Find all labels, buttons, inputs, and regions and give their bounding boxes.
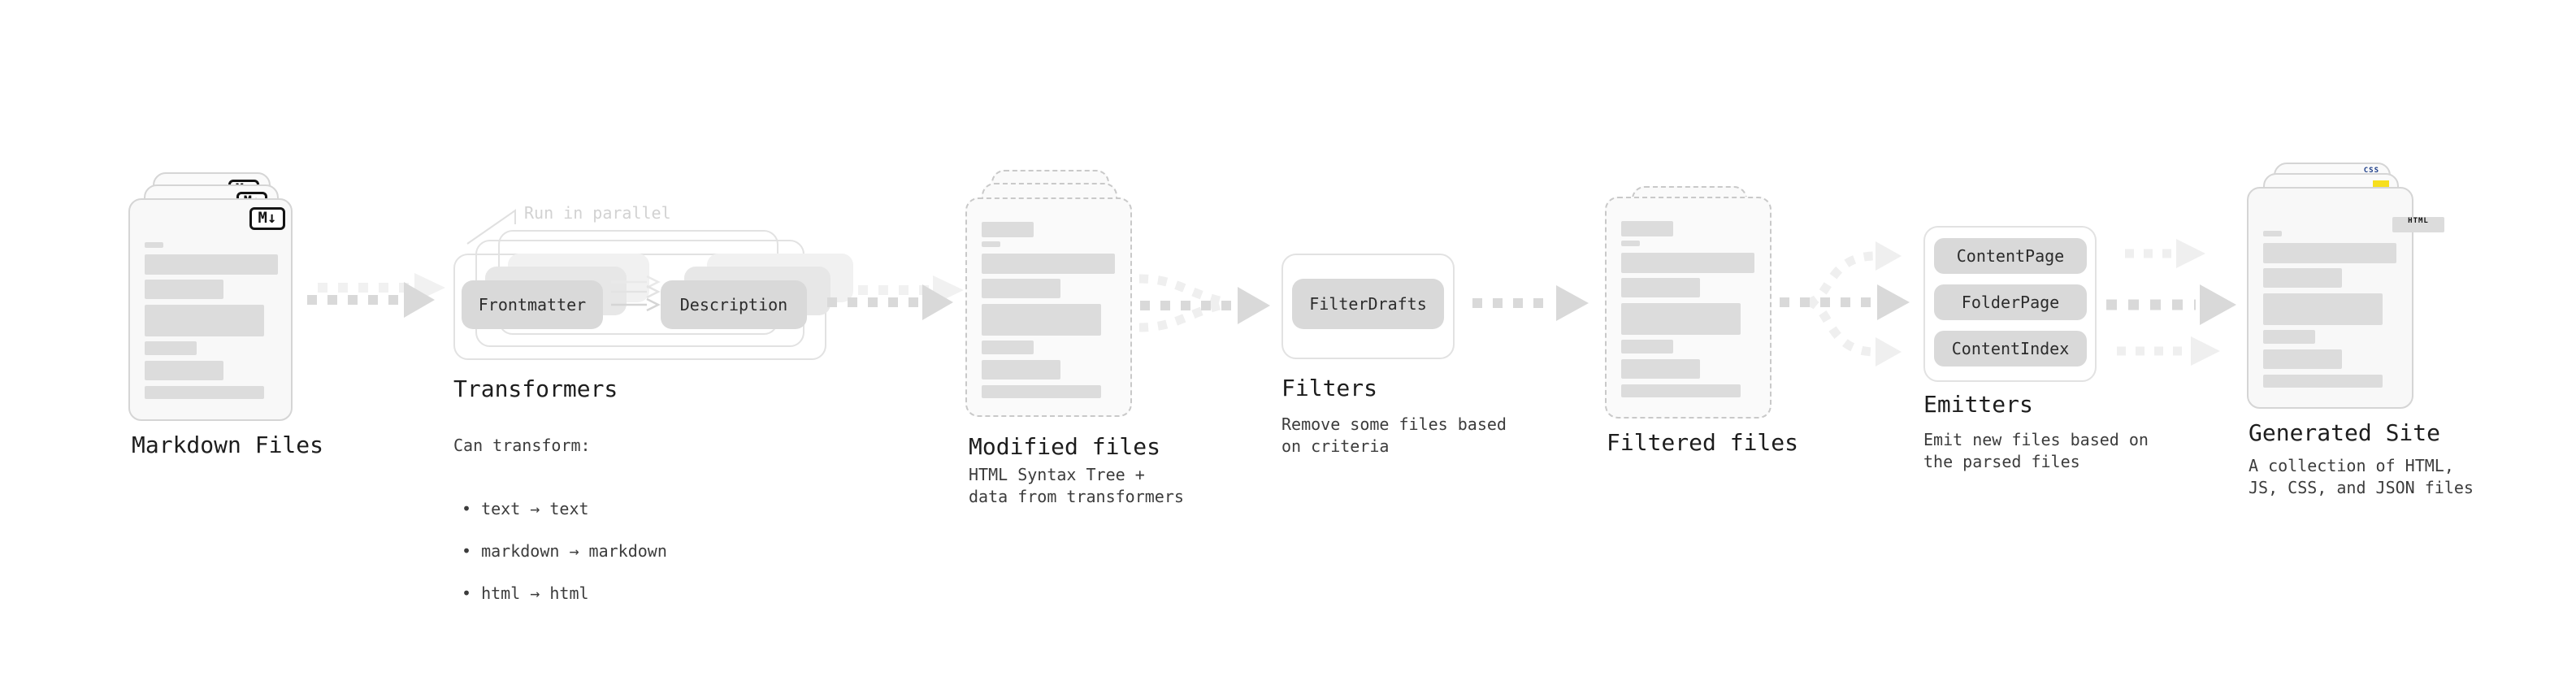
filters-box (1281, 254, 1455, 359)
skeleton-line (2263, 231, 2282, 236)
description-node: Description (661, 280, 807, 329)
skeleton-line (2263, 293, 2383, 325)
skeleton-line (1621, 241, 1640, 246)
skeleton-line (145, 386, 264, 399)
modified-files-note: HTML Syntax Tree + data from transformer… (969, 465, 1184, 506)
skeleton-line (982, 241, 1000, 247)
transformers-note-title: Can transform: (453, 436, 591, 455)
skeleton-line (1621, 340, 1673, 354)
skeleton-line (982, 279, 1060, 298)
skeleton-line (982, 222, 1034, 237)
generated-site-label: Generated Site (2249, 419, 2441, 446)
contentindex-node: ContentIndex (1934, 331, 2087, 367)
skeleton-line (145, 305, 264, 336)
skeleton-line (1621, 253, 1754, 273)
emitters-note: Emit new files based on the parsed files (1923, 430, 2149, 471)
skeleton-line (982, 340, 1034, 354)
markdown-files-label: Markdown Files (132, 432, 324, 458)
transformers-bullets: • text → text • markdown → markdown • ht… (453, 477, 667, 625)
markdown-file-card-front: M↓ (128, 198, 293, 421)
skeleton-line (1621, 384, 1741, 397)
generated-site-note: A collection of HTML, JS, CSS, and JSON … (2249, 456, 2474, 497)
html-file-card: HTML 5 (2247, 187, 2444, 409)
skeleton-line (1621, 278, 1700, 297)
skeleton-line (2263, 349, 2342, 369)
arrow-markdown-to-transformers (307, 273, 445, 318)
html5-icon-number: 5 (2404, 259, 2456, 275)
skeleton-line (145, 341, 197, 355)
skeleton-line (145, 361, 223, 380)
contentpage-node: ContentPage (1934, 238, 2087, 274)
emitters-box (1923, 226, 2097, 382)
skeleton-line (145, 254, 278, 275)
skeleton-line (2263, 268, 2342, 288)
transformers-label: Transformers (453, 375, 618, 402)
filtered-files-label: Filtered files (1607, 429, 1799, 456)
html5-icon-word: HTML (2392, 217, 2444, 232)
transformers-note: Can transform: • text → text • markdown … (453, 414, 667, 646)
skeleton-line (145, 280, 223, 299)
arrow-modified-to-filters-merge (1138, 274, 1270, 332)
filterdrafts-node: FilterDrafts (1292, 279, 1444, 329)
skeleton-line (145, 242, 163, 248)
modified-files-label: Modified files (969, 433, 1161, 460)
skeleton-line (982, 360, 1060, 380)
emitters-label: Emitters (1923, 391, 2033, 418)
skeleton-line (982, 254, 1115, 274)
bullet-item: • html → html (462, 583, 589, 603)
arrow-filtered-to-emitters-fanout (1780, 241, 1910, 367)
skeleton-line (2263, 243, 2396, 263)
skeleton-line (982, 304, 1101, 336)
folderpage-node: FolderPage (1934, 284, 2087, 320)
filtered-file-card-front (1605, 197, 1772, 419)
frontmatter-node: Frontmatter (462, 280, 603, 329)
skeleton-line (1621, 359, 1700, 379)
skeleton-line (1621, 221, 1673, 236)
skeleton-line (2263, 375, 2383, 388)
bullet-item: • text → text (462, 499, 589, 518)
markdown-icon: M↓ (249, 207, 285, 230)
skeleton-line (1621, 303, 1741, 335)
javascript-icon (2373, 180, 2389, 189)
arrow-filters-to-filtered (1472, 285, 1589, 321)
bullet-item: • markdown → markdown (462, 541, 667, 561)
skeleton-line (982, 385, 1101, 398)
modified-file-card-front (965, 197, 1132, 417)
arrow-emitters-to-site (2106, 239, 2236, 366)
css-icon-text: CSS (2363, 167, 2379, 175)
filters-note: Remove some files based on criteria (1281, 414, 1507, 456)
skeleton-line (2263, 330, 2315, 344)
run-in-parallel-annotation: Run in parallel (524, 203, 671, 223)
filters-label: Filters (1281, 375, 1378, 401)
